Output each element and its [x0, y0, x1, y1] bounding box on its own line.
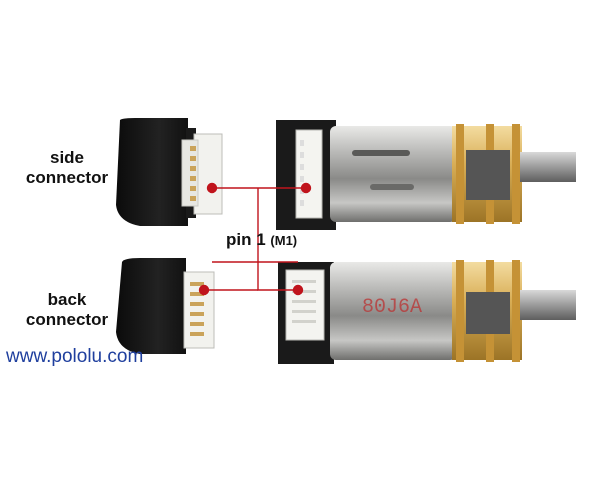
side-connector-cap [116, 118, 223, 226]
pin1-main: pin 1 [226, 230, 266, 249]
back-label-line2: connector [25, 310, 109, 329]
bottom-motor: 80J6A [278, 260, 576, 364]
back-label-line1: back [47, 290, 87, 309]
pin1-label: pin 1 (M1) [226, 230, 297, 250]
pin1-callouts [198, 182, 312, 296]
side-label-line1: side [49, 148, 85, 167]
svg-text:80J6A: 80J6A [362, 296, 422, 319]
side-connector-label: side connector [22, 148, 112, 188]
top-motor [276, 120, 576, 230]
pololu-watermark: www.pololu.com [6, 346, 144, 367]
side-label-line2: connector [25, 168, 109, 187]
back-connector-cap [116, 258, 215, 354]
pin1-sub: (M1) [270, 233, 298, 248]
back-connector-label: back connector [22, 290, 112, 330]
